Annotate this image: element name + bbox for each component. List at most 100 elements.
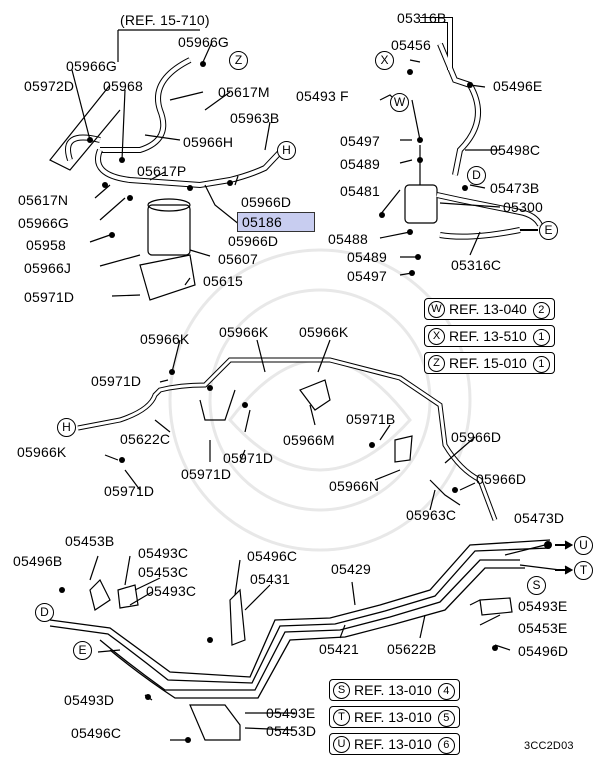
ref-letter-circle: S: [333, 682, 350, 699]
label-05617N: 05617N: [18, 192, 69, 208]
label-05489: 05489: [340, 156, 380, 172]
marker-z: Z: [229, 51, 248, 70]
marker-w: W: [390, 93, 409, 112]
label-05615: 05615: [203, 273, 243, 289]
label-05493E: 05493E: [266, 705, 316, 721]
ref-number-circle: 1: [532, 356, 550, 373]
ref-letter-circle: U: [333, 736, 350, 753]
ref-number-circle: 2: [532, 302, 550, 319]
ref-text: REF. 13-040: [449, 301, 527, 317]
ref-letter-circle: T: [333, 709, 350, 726]
label-05453D: 05453D: [266, 723, 317, 739]
ref-number-circle: 4: [437, 683, 455, 700]
label-05456: 05456: [391, 37, 431, 53]
label-05493D: 05493D: [64, 692, 115, 708]
label-05496D: 05496D: [518, 643, 569, 659]
ref-box-u[interactable]: U REF. 13-010 6: [329, 733, 460, 755]
label-05453B: 05453B: [65, 533, 115, 549]
label-05622C: 05622C: [120, 431, 171, 447]
label-05496E: 05496E: [493, 78, 543, 94]
label-05493C: 05493C: [138, 545, 189, 561]
label-05966D: 05966D: [476, 471, 527, 487]
label-05493F: 05493 F: [296, 88, 349, 104]
label-05481: 05481: [340, 183, 380, 199]
label-05431: 05431: [250, 571, 290, 587]
label-05488: 05488: [328, 231, 368, 247]
label-05316C: 05316C: [451, 257, 502, 273]
label-05453C: 05453C: [138, 564, 189, 580]
ref-box-t[interactable]: T REF. 13-010 5: [329, 706, 460, 728]
ref-letter-circle: Z: [428, 355, 445, 372]
label-05971D: 05971D: [24, 289, 75, 305]
label-05963B: 05963B: [230, 110, 280, 126]
label-05972D: 05972D: [24, 78, 75, 94]
ref-number-circle: 1: [532, 329, 550, 346]
label-05493C: 05493C: [146, 583, 197, 599]
label-05966K: 05966K: [299, 324, 349, 340]
label-05966G: 05966G: [178, 34, 230, 50]
label-05300: 05300: [503, 199, 543, 215]
label-05498C: 05498C: [490, 142, 541, 158]
label-05966G: 05966G: [18, 215, 70, 231]
ref-text: REF. 13-010: [354, 736, 432, 752]
marker-s: S: [527, 576, 546, 595]
label-05453E: 05453E: [518, 620, 568, 636]
label-05497: 05497: [347, 268, 387, 284]
ref-box-s[interactable]: S REF. 13-010 4: [329, 679, 460, 701]
label-05966K: 05966K: [219, 324, 269, 340]
label-05971B: 05971B: [346, 411, 396, 427]
ref-number-circle: 5: [437, 710, 455, 727]
label-05966N: 05966N: [329, 478, 380, 494]
ref-text: REF. 13-010: [354, 682, 432, 698]
marker-e-bottom: E: [73, 641, 92, 660]
label-05966K: 05966K: [140, 331, 190, 347]
label-05316B: 05316B: [397, 10, 447, 26]
label-05966D: 05966D: [451, 429, 502, 445]
label-05473D: 05473D: [514, 510, 565, 526]
ref-letter-circle: X: [428, 328, 445, 345]
label-05958: 05958: [26, 237, 66, 253]
label-05497: 05497: [340, 133, 380, 149]
label-05622B: 05622B: [387, 641, 437, 657]
marker-d-bottom: D: [35, 603, 54, 622]
label-05966M: 05966M: [283, 432, 335, 448]
marker-h-mid: H: [57, 418, 76, 437]
ref-text: REF. 13-510: [449, 328, 527, 344]
label-05966J: 05966J: [24, 260, 72, 276]
marker-u: U: [574, 536, 593, 555]
ref-text: REF. 15-010: [449, 355, 527, 371]
ref-letter-circle: W: [428, 301, 445, 318]
label-05496C: 05496C: [247, 548, 298, 564]
label-05607: 05607: [218, 251, 258, 267]
label-05966G: 05966G: [66, 58, 118, 74]
label-ref-15-710: (REF. 15-710): [120, 12, 210, 28]
label-05421: 05421: [319, 641, 359, 657]
ref-box-x[interactable]: X REF. 13-510 1: [424, 325, 555, 347]
label-05617P: 05617P: [137, 163, 187, 179]
label-05971D: 05971D: [91, 373, 142, 389]
label-05429: 05429: [331, 561, 371, 577]
label-05966K: 05966K: [17, 444, 67, 460]
label-05493E: 05493E: [518, 598, 568, 614]
diagram-code: 3CC2D03: [524, 740, 574, 752]
label-05968: 05968: [103, 78, 143, 94]
label-05186-highlighted: 05186: [237, 212, 315, 232]
label-05971D: 05971D: [223, 450, 274, 466]
marker-e-top: E: [539, 221, 558, 240]
label-05496C: 05496C: [71, 725, 122, 741]
marker-x: X: [375, 51, 394, 70]
ref-text: REF. 13-010: [354, 709, 432, 725]
label-05966D: 05966D: [228, 233, 279, 249]
label-05473B: 05473B: [490, 180, 540, 196]
label-05963C: 05963C: [406, 507, 457, 523]
label-05496B: 05496B: [13, 553, 63, 569]
marker-h-top: H: [277, 141, 296, 160]
ref-number-circle: 6: [437, 737, 455, 754]
label-05966D: 05966D: [241, 194, 292, 210]
marker-t: T: [574, 561, 593, 580]
ref-box-z[interactable]: Z REF. 15-010 1: [424, 352, 555, 374]
ref-box-w[interactable]: W REF. 13-040 2: [424, 298, 555, 320]
label-05617M: 05617M: [218, 84, 270, 100]
